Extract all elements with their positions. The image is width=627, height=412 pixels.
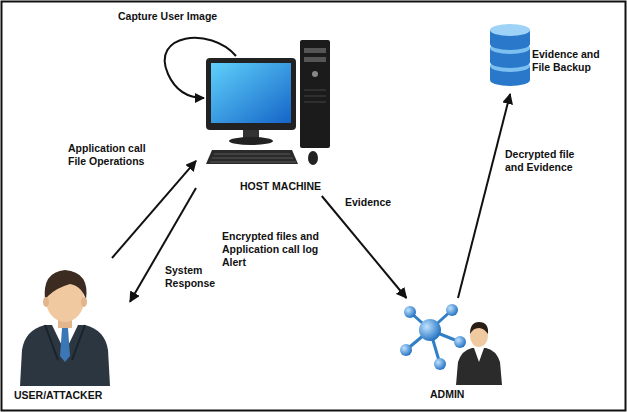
admin-network-icon: [400, 304, 502, 385]
edge-label: Evidence: [345, 196, 391, 209]
icon-node: ADMIN: [392, 298, 512, 404]
label-holder: Capture User Image: [118, 10, 217, 23]
arrow-connector: [322, 196, 407, 298]
edge-label: Application call File Operations: [68, 142, 164, 168]
arrow-connector: [458, 94, 510, 298]
edge-label-holder: Evidence: [345, 196, 391, 209]
icon-node: HOST MACHINE: [196, 36, 344, 196]
edge-label-holder: System Response: [165, 264, 225, 290]
edge-label-holder: Application call File Operations: [68, 142, 164, 168]
edge-label: Decrypted file and Evidence: [505, 148, 589, 174]
database-icon: [490, 24, 530, 86]
node-label: ADMIN: [430, 388, 464, 401]
node-label: Evidence and File Backup: [532, 48, 616, 74]
annotation-label: Encrypted files and Application call log…: [222, 230, 334, 269]
icon-node: Evidence and File Backup: [486, 22, 620, 94]
person-icon: [20, 270, 110, 386]
capture-loop-arrow: [165, 38, 236, 98]
edge-label: System Response: [165, 264, 225, 290]
label-holder: Encrypted files and Application call log…: [222, 230, 334, 269]
icon-node: USER/ATTACKER: [10, 258, 130, 404]
node-label: USER/ATTACKER: [14, 389, 102, 402]
computer-icon: [206, 40, 330, 165]
annotation-label: Capture User Image: [118, 10, 217, 23]
edge-label-holder: Decrypted file and Evidence: [505, 148, 589, 174]
node-label: HOST MACHINE: [240, 180, 321, 193]
